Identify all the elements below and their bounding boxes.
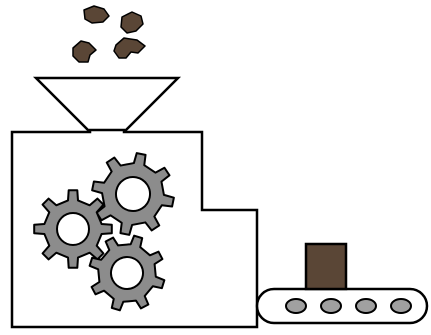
gear-hole: [110, 256, 144, 290]
conveyor-roller: [285, 298, 307, 314]
gear-hole: [56, 212, 90, 246]
rock-chunk-icon: [120, 11, 144, 34]
gear-icon: [91, 152, 175, 236]
rock-chunk-icon: [72, 40, 97, 63]
conveyor-roller: [355, 298, 377, 314]
product-box-icon: [304, 242, 348, 291]
conveyor-roller: [390, 298, 412, 314]
rock-chunk-icon: [83, 5, 110, 24]
raw-material-chunks: [72, 5, 146, 63]
gear-hole: [115, 176, 151, 212]
gear-icon: [33, 189, 113, 269]
conveyor-roller: [320, 298, 342, 314]
machine-body: [10, 128, 259, 329]
rock-chunk-icon: [113, 37, 146, 59]
conveyor-rollers: [285, 298, 412, 314]
gear-icon: [88, 234, 166, 312]
hopper: [32, 76, 182, 134]
conveyor-belt: [255, 287, 429, 325]
gear-group: [33, 152, 175, 312]
